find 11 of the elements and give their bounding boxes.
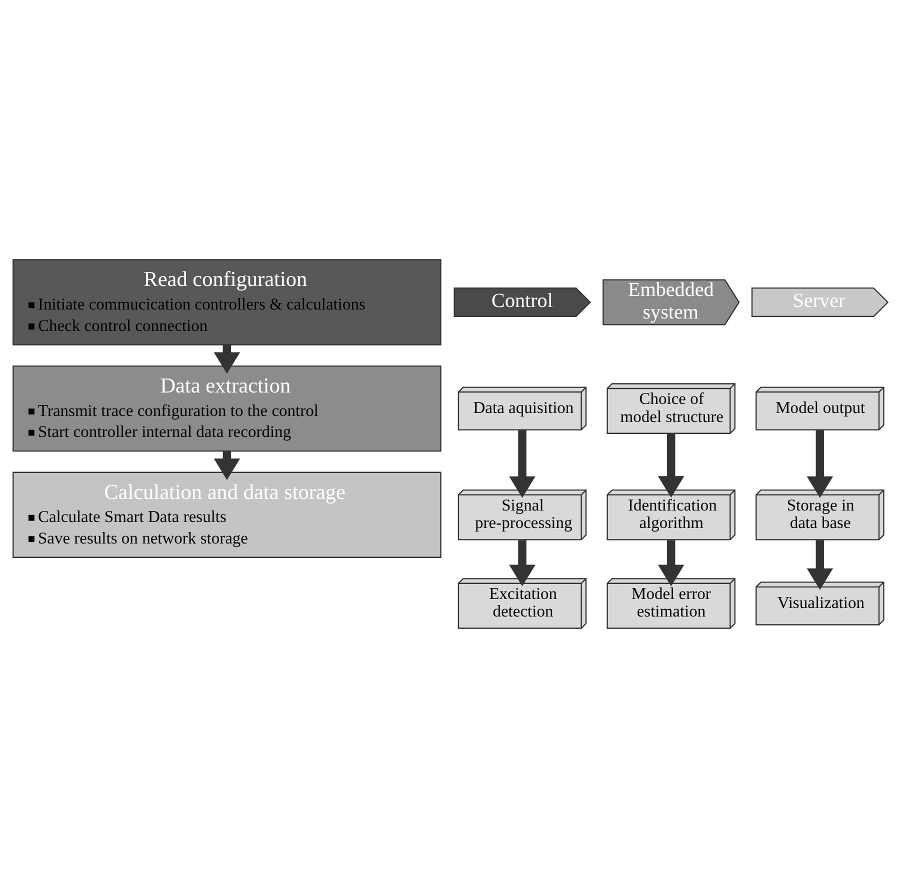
arrow (806, 430, 834, 498)
node-box: Calculation and data storage Calculate Smart Data results Save results on network storage (12, 471, 442, 558)
arrow (214, 450, 240, 480)
arrow (658, 540, 684, 586)
node-box: Data extraction Transmit trace configuration to the control Start controller internal data recording (12, 364, 442, 452)
arrow (509, 540, 536, 586)
node-box: Read configuration Initiate commucication controllers & calculations Check control connection (12, 258, 442, 345)
arrow (214, 344, 240, 374)
arrow (806, 540, 834, 590)
arrow (509, 430, 536, 498)
arrow (658, 433, 684, 498)
